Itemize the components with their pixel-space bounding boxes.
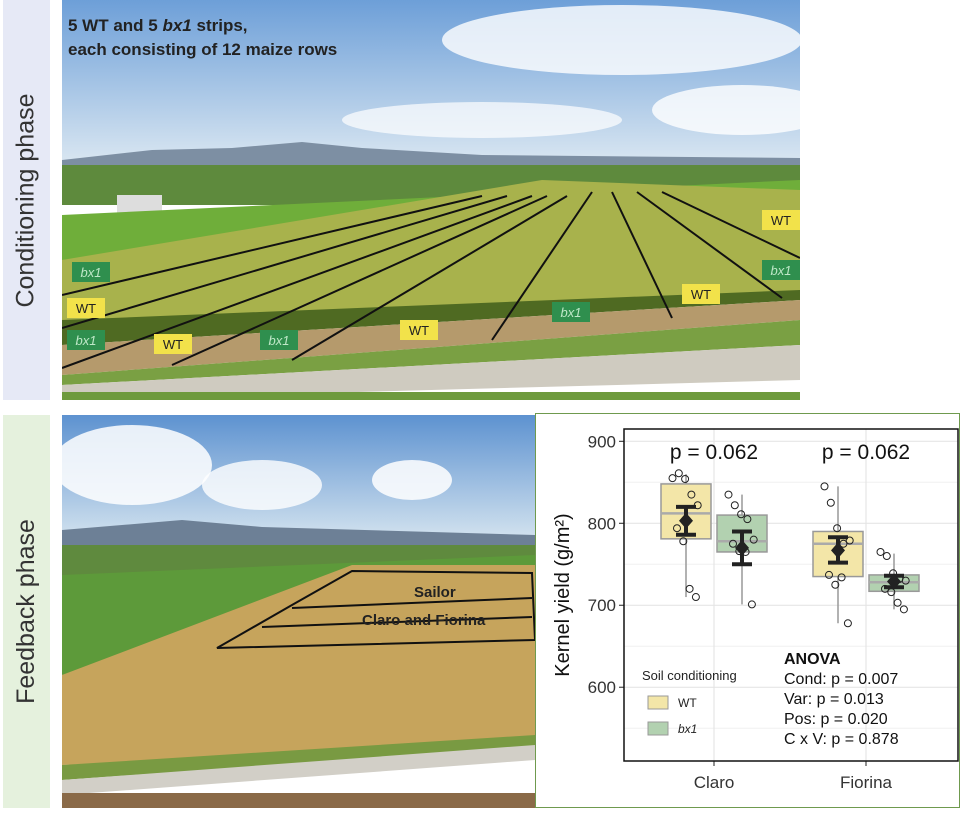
data-point	[845, 536, 854, 545]
data-point	[893, 598, 902, 607]
legend-entry: WT	[678, 696, 697, 710]
strip-label-wt: WT	[409, 323, 429, 338]
data-point	[674, 469, 683, 478]
sailor-label: Sailor	[414, 584, 456, 601]
strip-label-chip	[762, 210, 800, 230]
anova-line: C x V: p = 0.878	[784, 731, 899, 748]
strip-label-chip	[260, 330, 298, 350]
data-point	[882, 552, 891, 561]
strip-label-chip	[67, 298, 105, 318]
claro-fiorina-label: Claro and Fiorina	[362, 612, 486, 629]
anova-line: Cond: p = 0.007	[784, 671, 898, 688]
data-point	[668, 474, 677, 483]
data-point	[730, 501, 739, 510]
mean-marker	[679, 512, 693, 529]
anova-line: Var: p = 0.013	[784, 691, 884, 708]
mean-marker	[887, 573, 901, 590]
data-point	[737, 510, 746, 519]
strip-label-wt: WT	[771, 213, 791, 228]
data-point	[673, 524, 681, 533]
caption-bx1: bx1	[162, 16, 192, 35]
strip-label-bx1: bx1	[81, 265, 102, 280]
data-point	[724, 490, 733, 499]
data-point	[747, 600, 756, 609]
data-point	[679, 537, 688, 546]
data-point	[825, 570, 833, 579]
strip-label-wt: WT	[691, 287, 711, 302]
conditioning-phase-text: Conditioning phase	[12, 92, 40, 308]
strip-label-chip	[552, 302, 590, 322]
data-point	[681, 475, 690, 484]
plot-border	[623, 428, 959, 762]
anova-title: ANOVA	[784, 651, 841, 668]
mean-marker	[735, 539, 749, 556]
data-point	[901, 576, 910, 585]
data-point	[833, 524, 842, 533]
strip-label-chip	[72, 262, 110, 282]
y-tick-label: 900	[588, 432, 616, 451]
anova-line: Pos: p = 0.020	[784, 711, 888, 728]
data-point	[899, 605, 908, 614]
caption-text: 5 WT and 5	[68, 16, 163, 35]
feedback-field-photo: Sailor Claro and Fiorina	[62, 415, 535, 808]
strip-label-chip	[400, 320, 438, 340]
strip-label-wt: WT	[163, 337, 183, 352]
data-point	[843, 619, 852, 628]
legend-swatch	[647, 721, 669, 736]
data-point	[729, 539, 737, 548]
p-value-label: p = 0.062	[670, 441, 758, 464]
legend-entry: bx1	[678, 722, 697, 736]
data-point	[749, 535, 758, 544]
strip-label-bx1: bx1	[561, 305, 582, 320]
data-point	[876, 547, 885, 556]
y-tick-label: 600	[588, 678, 616, 697]
data-point	[837, 573, 846, 582]
conditioning-caption: 5 WT and 5 bx1 strips, each consisting o…	[68, 14, 337, 62]
data-point	[687, 490, 696, 499]
data-point	[743, 515, 752, 524]
data-point	[826, 498, 835, 507]
strip-label-chip	[154, 334, 192, 354]
data-point	[685, 584, 694, 593]
feedback-phase-label: Feedback phase	[3, 415, 50, 808]
strip-label-bx1: bx1	[269, 333, 290, 348]
y-axis-label: Kernel yield (g/m²)	[552, 513, 574, 676]
caption-text: strips,	[191, 16, 248, 35]
y-tick-label: 700	[588, 596, 616, 615]
caption-line2: each consisting of 12 maize rows	[68, 40, 338, 59]
y-tick-label: 800	[588, 514, 616, 533]
strip-label-chip	[67, 330, 105, 350]
strip-label-bx1: bx1	[771, 263, 792, 278]
x-tick-label: Fiorina	[840, 773, 893, 792]
strip-label-chip	[762, 260, 800, 280]
legend-swatch	[647, 695, 669, 710]
data-point	[820, 482, 829, 491]
data-point	[831, 580, 840, 589]
legend-title: Soil conditioning	[642, 668, 737, 683]
strip-label-bx1: bx1	[76, 333, 97, 348]
conditioning-phase-label: Conditioning phase	[3, 0, 50, 400]
data-point	[691, 593, 700, 602]
feedback-phase-text: Feedback phase	[12, 519, 41, 704]
x-tick-label: Claro	[694, 773, 735, 792]
p-value-label: p = 0.062	[822, 441, 910, 464]
strip-label-chip	[682, 284, 720, 304]
strip-label-wt: WT	[76, 301, 96, 316]
mean-marker	[831, 542, 845, 559]
